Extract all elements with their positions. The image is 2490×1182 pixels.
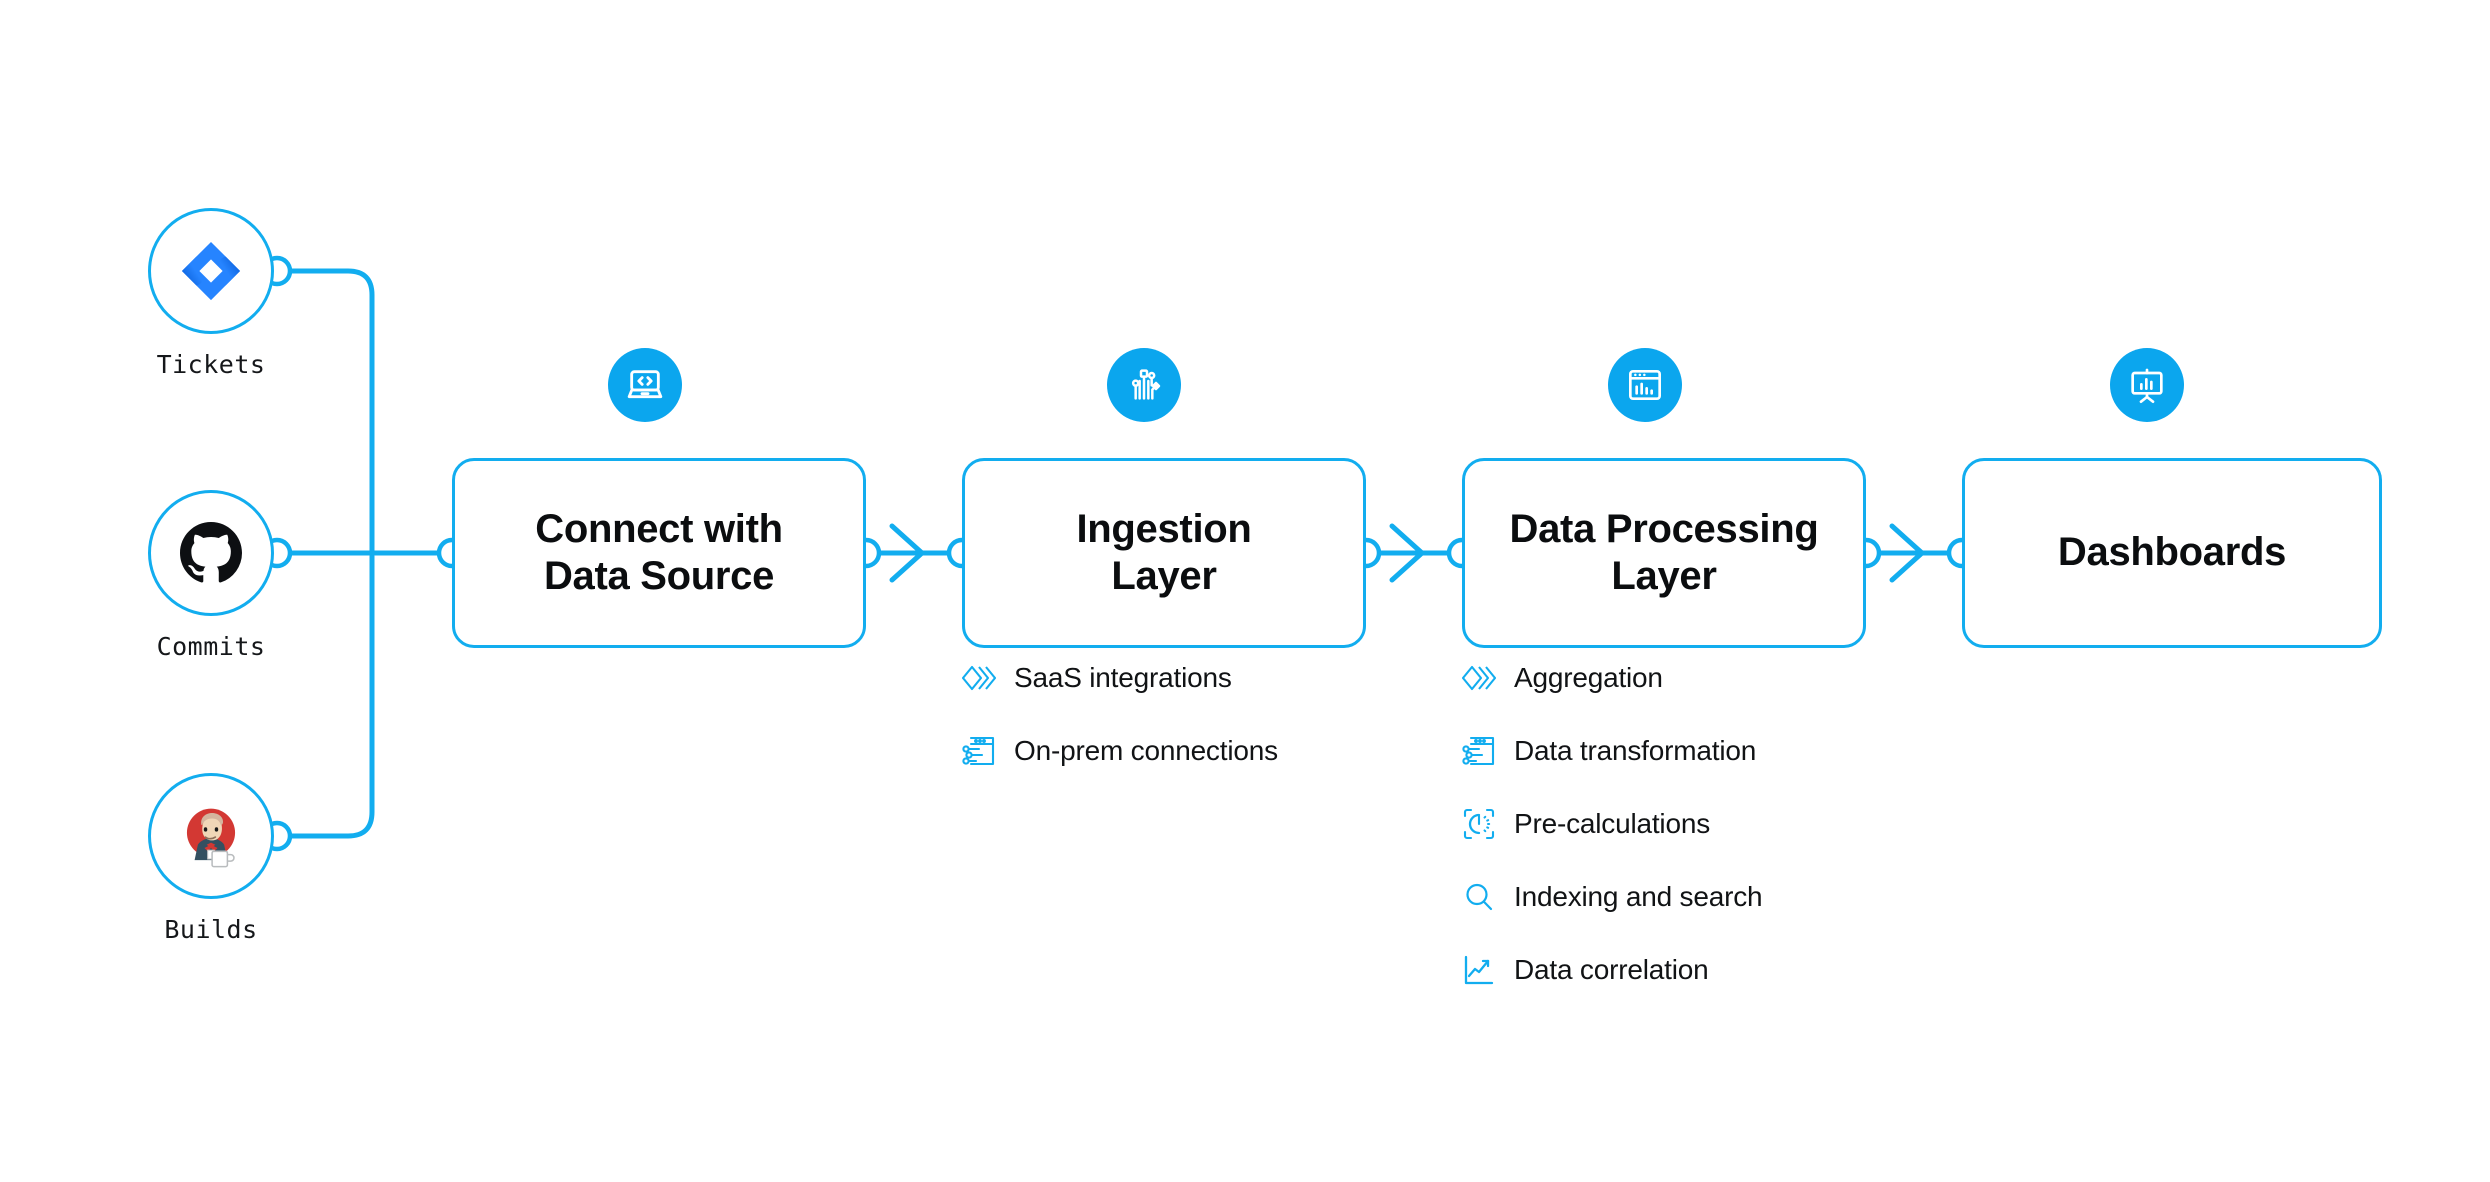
stage-connect-with-data-source[interactable]: Connect with Data Source bbox=[452, 458, 866, 648]
source-label: Commits bbox=[156, 632, 266, 661]
stage-box: Data Processing Layer bbox=[1462, 458, 1866, 648]
stage-title-line1: Ingestion bbox=[1076, 506, 1252, 551]
stage-title-line1: Data Processing bbox=[1509, 506, 1819, 551]
feature-item: On-prem connections bbox=[962, 728, 1278, 774]
line-chart-icon bbox=[1462, 953, 1496, 987]
stage-box: Dashboards bbox=[1962, 458, 2382, 648]
stage-title-line1: Connect with bbox=[535, 506, 783, 551]
window-sliders-icon bbox=[962, 734, 996, 768]
feature-label: On-prem connections bbox=[1014, 735, 1278, 766]
gauge-timer-icon bbox=[1462, 807, 1496, 841]
feature-label: Indexing and search bbox=[1514, 881, 1763, 912]
feature-item: Indexing and search bbox=[1462, 874, 1763, 920]
jira-logo-icon bbox=[148, 208, 274, 334]
features-data-processing: Aggregation Data transformation bbox=[1462, 655, 1763, 1020]
source-node-builds[interactable]: Builds bbox=[148, 773, 280, 944]
feature-label: SaaS integrations bbox=[1014, 662, 1232, 693]
github-logo-icon bbox=[148, 490, 274, 616]
stage-title-line2: Layer bbox=[1111, 554, 1217, 598]
feature-label: Aggregation bbox=[1514, 662, 1663, 693]
search-icon bbox=[1462, 880, 1496, 914]
source-node-tickets[interactable]: Tickets bbox=[148, 208, 280, 379]
window-barchart-icon bbox=[1608, 348, 1682, 422]
feature-item: Aggregation bbox=[1462, 655, 1762, 701]
stage-dashboards[interactable]: Dashboards bbox=[1962, 458, 2382, 648]
feature-label: Data transformation bbox=[1514, 735, 1757, 766]
feature-item: Pre-calculations bbox=[1462, 801, 1762, 847]
jenkins-logo-icon bbox=[148, 773, 274, 899]
feature-item: SaaS integrations bbox=[962, 655, 1278, 701]
presentation-chart-icon bbox=[2110, 348, 2184, 422]
circuit-nodes-icon bbox=[1107, 348, 1181, 422]
feature-label: Data correlation bbox=[1514, 954, 1709, 985]
stage-box: Ingestion Layer bbox=[962, 458, 1366, 648]
stage-title: Dashboards bbox=[2044, 529, 2300, 576]
layers-diamond-icon bbox=[1462, 661, 1496, 695]
source-node-commits[interactable]: Commits bbox=[148, 490, 280, 661]
layers-diamond-icon bbox=[962, 661, 996, 695]
source-label: Builds bbox=[164, 915, 258, 944]
stage-title-line1: Dashboards bbox=[2057, 530, 2287, 575]
feature-item: Data transformation bbox=[1462, 728, 1762, 774]
stage-title-line2: Layer bbox=[1611, 554, 1717, 598]
feature-item: Data correlation bbox=[1462, 947, 1762, 993]
source-ring bbox=[148, 490, 274, 616]
stage-box: Connect with Data Source bbox=[452, 458, 866, 648]
laptop-code-icon bbox=[608, 348, 682, 422]
source-label: Tickets bbox=[156, 350, 266, 379]
window-sliders-icon bbox=[1462, 734, 1496, 768]
stage-title-line2: Data Source bbox=[543, 554, 775, 598]
stage-title: Ingestion Layer bbox=[1062, 506, 1265, 600]
stage-title: Data Processing Layer bbox=[1496, 506, 1833, 600]
feature-label: Pre-calculations bbox=[1514, 808, 1710, 839]
stage-title: Connect with Data Source bbox=[521, 506, 797, 600]
stage-data-processing-layer[interactable]: Data Processing Layer bbox=[1462, 458, 1866, 648]
stage-ingestion-layer[interactable]: Ingestion Layer bbox=[962, 458, 1366, 648]
features-ingestion: SaaS integrations On-prem connections bbox=[962, 655, 1278, 801]
